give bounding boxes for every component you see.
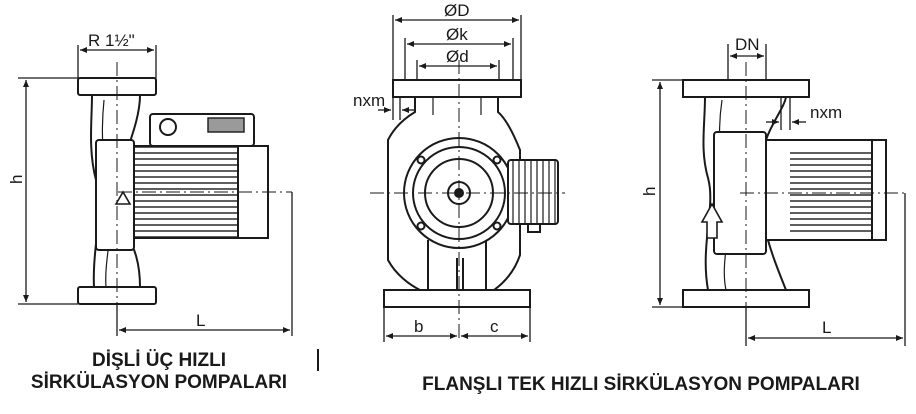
flanged-pump-side-dimensions [652,44,906,346]
height-label-right: h [640,186,659,196]
flanged-pump-centerlines [370,60,565,340]
threaded-caption-line-2: SİRKÜLASYON POMPALARI [30,371,288,393]
bolt-circle-diameter-label: Øk [446,25,468,44]
length-label-left: L [196,311,206,330]
caption-separator [317,349,319,371]
height-label-left: h [7,174,26,184]
threaded-pumps-caption: DİŞLİ ÜÇ HIZLI SİRKÜLASYON POMPALARI [0,350,318,394]
flange-outer-diameter-label: ØD [444,1,470,20]
length-label-right: L [822,318,832,337]
bolt-holes-label-center: nxm [353,91,386,110]
thread-size-label: R 1½" [88,31,135,50]
dimension-b-label: b [414,317,424,336]
nominal-diameter-label: DN [735,35,760,54]
threaded-pump-side-view [77,62,292,320]
threaded-pump-dimensions [18,45,293,336]
flanged-pump-side-centerlines [740,62,905,330]
threaded-caption-line-1: DİŞLİ ÜÇ HIZLI [91,350,227,371]
dimension-c-label: c [490,317,499,336]
bolt-holes-label-right: nxm [810,103,843,122]
flanged-pumps-caption: FLANŞLI TEK HIZLI SİRKÜLASYON POMPALARI [422,374,860,395]
bore-diameter-label: Ød [446,47,469,66]
flanged-pump-dimensions [378,15,531,342]
